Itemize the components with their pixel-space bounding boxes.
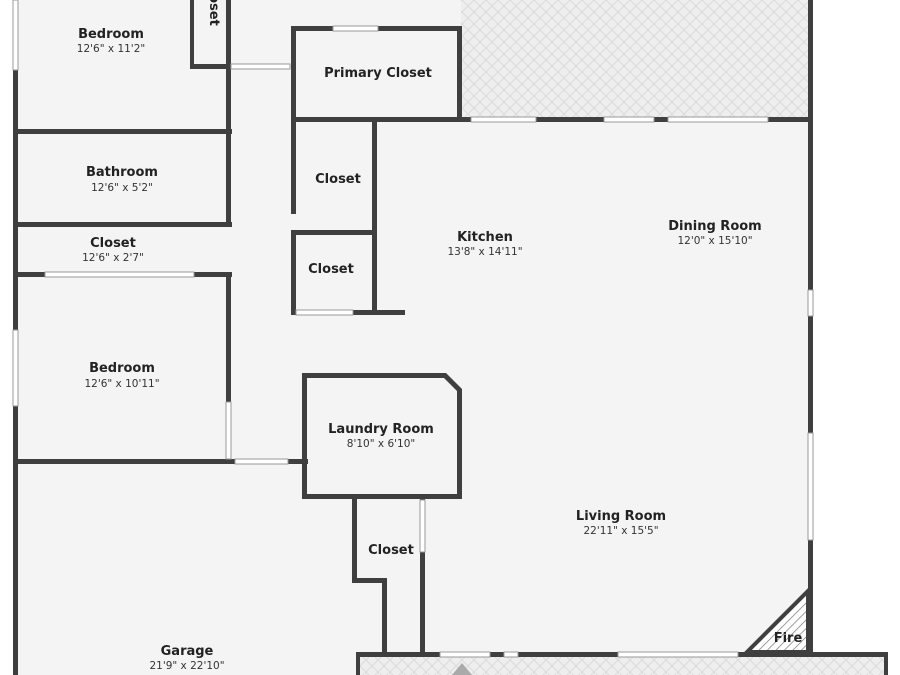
window: [12, 329, 19, 407]
window: [225, 401, 232, 460]
label-closet-mid1: Closet: [315, 172, 361, 187]
window: [503, 651, 519, 658]
window: [44, 271, 195, 278]
exterior-right: [811, 0, 900, 652]
dims-laundry-room: 8'10" x 6'10": [347, 438, 415, 450]
wall: [291, 232, 296, 315]
window: [603, 116, 655, 123]
window: [439, 651, 491, 658]
wall: [457, 26, 462, 122]
label-dining-room: Dining Room: [668, 219, 761, 234]
wall: [190, 64, 230, 69]
dims-bedroom-top: 12'6" x 11'2": [77, 43, 145, 55]
wall: [352, 578, 387, 583]
label-garage: Garage: [161, 644, 214, 659]
wall: [291, 122, 296, 214]
wall: [15, 129, 232, 134]
wall: [378, 26, 462, 31]
window: [234, 458, 289, 465]
label-bedroom-bottom: Bedroom: [89, 361, 155, 376]
patio-top: [461, 0, 810, 119]
wall: [291, 230, 376, 235]
dims-garage: 21'9" x 22'10": [149, 660, 224, 672]
entry-arrow-icon: [452, 663, 472, 675]
label-bathroom: Bathroom: [86, 165, 158, 180]
dims-bedroom-bottom: 12'6" x 10'11": [84, 378, 159, 390]
label-closet-top: oset: [206, 0, 221, 26]
wall: [194, 272, 232, 277]
window: [667, 116, 769, 123]
wall: [190, 0, 194, 68]
wall: [352, 497, 357, 582]
label-closet-left: Closet: [90, 236, 136, 251]
window: [470, 116, 537, 123]
wall-bottom-right-end: [884, 652, 888, 675]
label-bedroom-top: Bedroom: [78, 27, 144, 42]
wall: [226, 0, 231, 222]
window: [295, 309, 354, 316]
label-fire: Fire: [774, 631, 803, 646]
wall: [654, 117, 668, 122]
wall: [291, 117, 471, 122]
label-primary-closet: Primary Closet: [324, 66, 432, 81]
wall: [353, 310, 405, 315]
wall: [536, 117, 604, 122]
wall-bottom-left-end: [356, 652, 360, 675]
wall: [15, 272, 45, 277]
label-kitchen: Kitchen: [457, 230, 513, 245]
wall: [226, 272, 231, 402]
wall: [288, 459, 308, 464]
wall: [372, 122, 377, 315]
window: [807, 432, 814, 541]
wall: [382, 578, 387, 655]
window: [807, 289, 814, 317]
window: [230, 63, 291, 70]
dims-living-room: 22'11" x 15'5": [583, 525, 658, 537]
window: [419, 499, 426, 553]
label-laundry-room: Laundry Room: [328, 422, 434, 437]
label-closet-mid2: Closet: [308, 262, 354, 277]
dims-closet-left: 12'6" x 2'7": [82, 252, 144, 264]
window: [332, 25, 379, 32]
wall: [291, 26, 296, 122]
wall: [15, 222, 232, 227]
wall: [420, 497, 425, 655]
patio-bottom: [360, 655, 886, 675]
dims-dining-room: 12'0" x 15'10": [677, 235, 752, 247]
window: [617, 651, 739, 658]
dims-kitchen: 13'8" x 14'11": [447, 246, 522, 258]
wall-right: [808, 0, 813, 653]
label-closet-lower: Closet: [368, 543, 414, 558]
label-living-room: Living Room: [576, 509, 666, 524]
fireplace: [742, 586, 810, 654]
wall: [15, 459, 235, 464]
wall: [768, 117, 813, 122]
wall: [291, 26, 333, 31]
window: [12, 0, 19, 71]
dims-bathroom: 12'6" x 5'2": [91, 182, 153, 194]
